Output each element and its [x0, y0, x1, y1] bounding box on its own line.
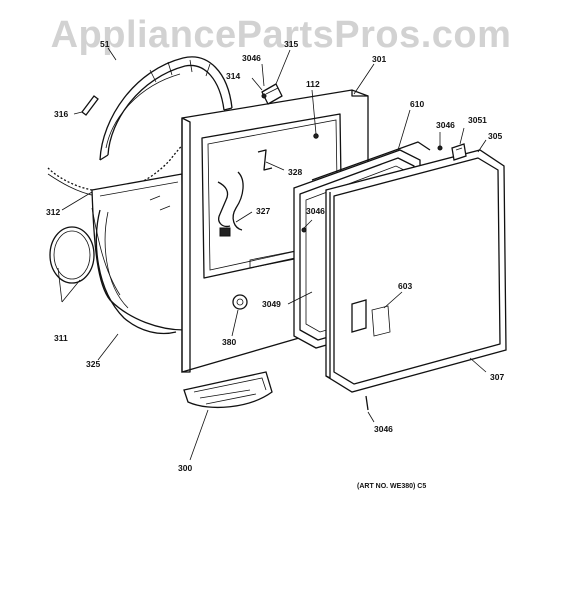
front-bulkhead [91, 173, 185, 335]
callout-314: 314 [226, 71, 241, 81]
callout-610: 610 [410, 99, 425, 109]
door-handle [351, 299, 391, 337]
art-number: (ART NO. WE380) C5 [357, 483, 427, 490]
callout-51: 51 [100, 39, 110, 49]
callout-301: 301 [372, 54, 387, 64]
callout-325: 325 [86, 359, 101, 369]
callout-3046: 3046 [306, 206, 325, 216]
callout-305: 305 [488, 131, 503, 141]
callout-112: 112 [306, 79, 320, 89]
callout-3051: 3051 [468, 115, 487, 125]
callout-316: 316 [54, 109, 69, 119]
screw [437, 145, 443, 151]
door-switch [232, 294, 248, 310]
door-gasket [311, 141, 431, 181]
callout-603: 603 [398, 281, 413, 291]
wire-harness [219, 171, 244, 237]
door-switch-actuator [257, 149, 273, 171]
callout-327: 327 [256, 206, 271, 216]
callout-3049: 3049 [262, 299, 281, 309]
callout-3046: 3046 [374, 424, 393, 434]
leader-lines [57, 47, 487, 461]
callout-307: 307 [490, 372, 505, 382]
drum-support-bracket [99, 56, 233, 161]
callout-312: 312 [46, 207, 61, 217]
felt-pad [81, 95, 99, 116]
callout-300: 300 [178, 463, 193, 473]
callout-3046: 3046 [436, 120, 455, 130]
watermark-logo: AppliancePartsPros.com [50, 14, 512, 56]
door-outer-panel [325, 149, 507, 393]
drum-seal-ring [49, 226, 95, 284]
callout-328: 328 [288, 167, 303, 177]
hinge-bracket [261, 83, 283, 105]
lint-filter [183, 371, 273, 409]
screw [365, 395, 369, 411]
callout-315: 315 [284, 39, 299, 49]
screw [301, 227, 307, 233]
callout-380: 380 [222, 337, 237, 347]
callout-311: 311 [54, 333, 68, 343]
screw [313, 133, 319, 139]
door-hinge-block [451, 143, 467, 161]
callout-3046: 3046 [242, 53, 261, 63]
